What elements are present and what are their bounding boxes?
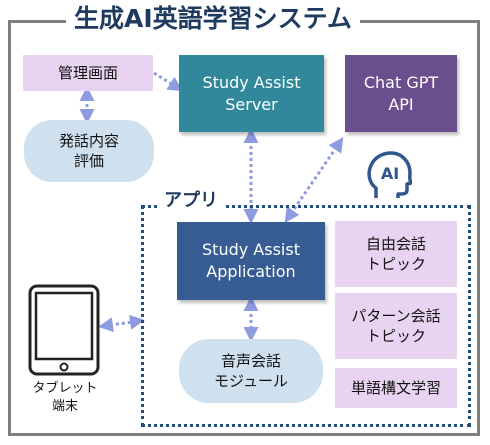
- free-conversation-topic-box: 自由会話 トピック: [335, 221, 457, 287]
- chat-gpt-api-box: Chat GPT API: [345, 55, 457, 132]
- speech-evaluation-box: 発話内容 評価: [24, 120, 154, 182]
- ai-badge-text: AI: [381, 164, 399, 183]
- tablet-icon: [28, 284, 100, 376]
- connector-tablet-app: [98, 314, 145, 333]
- pattern-conversation-topic-box: パターン会話 トピック: [335, 293, 457, 359]
- study-assist-server-box: Study Assist Server: [179, 55, 324, 132]
- voice-conversation-module-box: 音声会話 モジュール: [179, 339, 323, 403]
- robot-head-ai-icon: AI: [367, 151, 412, 198]
- connector-management-server: [153, 71, 184, 92]
- tablet-terminal-label: タブレット 端末: [32, 381, 98, 414]
- study-assist-application-box: Study Assist Application: [177, 222, 325, 300]
- management-screen-box: 管理画面: [23, 55, 153, 91]
- app-group-label: アプリ: [158, 190, 224, 212]
- diagram-title: 生成AI英語学習システム: [66, 4, 360, 34]
- app-group-boundary: [141, 205, 471, 427]
- word-syntax-study-box: 単語構文学習: [335, 368, 457, 408]
